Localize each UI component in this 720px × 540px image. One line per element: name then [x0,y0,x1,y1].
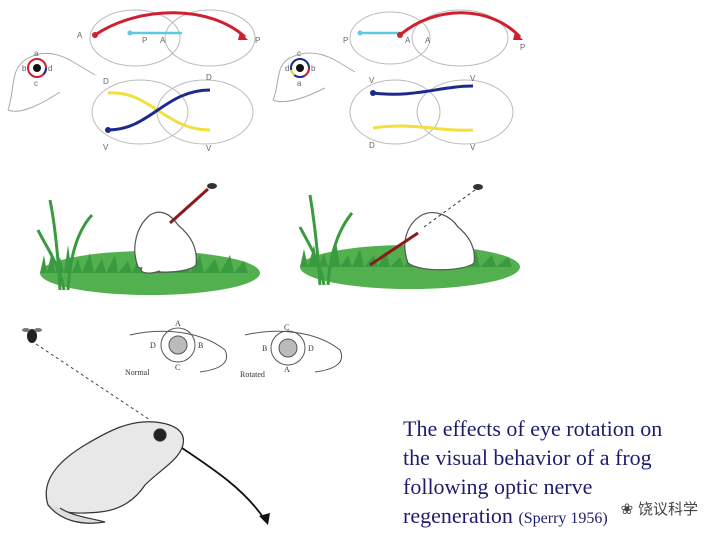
red-axon [399,11,522,39]
label-a-inner-right: A [425,36,431,45]
figure-caption: The effects of eye rotation on the visua… [403,414,703,533]
sight-line [423,189,476,228]
plant-stalks [298,194,354,286]
stippled-frog [45,421,184,524]
rotated-label-right: D [308,344,314,353]
caption-citation: (Sperry 1956) [518,510,608,527]
rotated-label-top: C [284,323,289,332]
sight-line [35,343,151,421]
label-d-top-left: D [103,77,109,86]
label-p-outer-left: P [343,36,348,45]
label-v-bottom-left: V [103,143,109,152]
label-d-top-right: D [206,73,212,82]
eye-label-bottom: a [297,79,302,88]
fly [22,328,42,343]
yellow-axon [372,124,474,132]
rotated-label-bottom: A [284,365,290,374]
yellow-axon [107,91,211,132]
red-arrowhead [238,32,248,40]
eye-rotation-illustration: A D B C Normal C B D A Rotated [22,320,343,525]
red-origin-dot [397,32,403,38]
frog-strike-normal [36,183,260,295]
eye-label-bottom: c [34,79,38,88]
frog-head-outline [272,52,356,103]
plant-stalks [36,199,94,291]
diagram-normal-projection: a b d c A P A P D D V V [7,9,260,153]
label-a-inner-left: A [405,36,411,45]
jump-arrowhead [259,513,270,525]
frog-body [134,211,197,274]
red-axon [94,11,247,39]
eye-label-top: c [297,49,301,58]
fly-target [473,184,483,190]
navy-axon [107,88,211,132]
frog-head-outline [7,52,96,112]
eye-diagram-rotated [244,330,343,373]
cyan-origin-dot [127,30,133,36]
tectum-outline-ap [89,9,256,67]
caption-line-1: The effects of eye rotation on [403,416,663,441]
tectum-outline-ap [349,9,509,67]
cyan-origin-dot [357,30,363,36]
label-v-top-right: V [470,74,476,83]
eye-ring-normal [27,58,47,78]
eye-label-right: b [311,64,316,73]
normal-label-right: B [198,341,203,350]
navy-origin-dot [105,127,111,133]
tectum-outline-dv [91,79,254,145]
label-v-top-left: V [369,76,375,85]
red-arrowhead [513,32,523,40]
normal-label-left: D [150,341,156,350]
normal-caption: Normal [125,368,150,377]
navy-axon [372,84,474,96]
label-p-inner-left: P [142,36,147,45]
fly-target [207,183,217,189]
label-v-bottom-right: V [206,144,212,153]
frog-body [404,212,475,271]
caption-line-3: following optic nerve [403,474,593,499]
label-v-bottom-right: V [470,143,476,152]
eye-label-left: b [22,64,27,73]
eye-label-right: d [48,64,52,73]
diagram-rotated-projection: c d b a P A A P V V D V [272,9,525,152]
tongue-strike [168,187,210,225]
watermark-text: 饶议科学 [637,500,698,518]
jump-trajectory [181,447,266,521]
label-a-inner-right: A [160,36,166,45]
watermark-icon: ❀ [620,500,634,518]
normal-label-bottom: C [175,363,180,372]
tectum-outline-dv [349,79,514,145]
eye-diagram-normal [129,327,228,373]
tongue-strike [369,231,419,267]
eye-ring-rotated [290,58,310,78]
label-p-outer-right: P [255,36,260,45]
navy-origin-dot [370,90,376,96]
rotated-label-left: B [262,344,267,353]
caption-regeneration: regeneration [403,503,513,528]
rotated-caption: Rotated [240,370,265,379]
frog-strike-rotated [298,184,520,289]
red-origin-dot [92,32,98,38]
eye-label-left: d [285,64,289,73]
label-d-bottom-left: D [369,141,375,150]
label-a-outer-left: A [77,31,83,40]
caption-line-4: regeneration (Sperry 1956) [403,501,703,533]
eye-label-top: a [34,49,39,58]
watermark: ❀ 饶议科学 [621,498,698,519]
label-p-outer-right: P [520,43,525,52]
caption-line-2: the visual behavior of a frog [403,445,652,470]
normal-label-top: A [175,320,181,328]
